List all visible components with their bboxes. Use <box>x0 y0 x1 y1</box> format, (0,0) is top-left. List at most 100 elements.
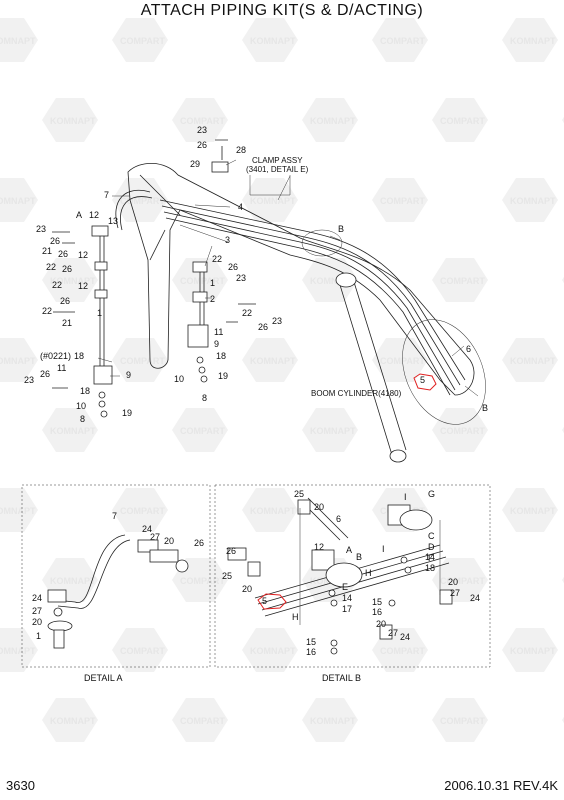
label-B-top: B <box>338 224 344 234</box>
watermark-text: COMPART <box>120 196 165 206</box>
label-23-d: 23 <box>272 316 282 326</box>
detail-b-label-27-r: 27 <box>450 588 460 598</box>
watermark-logo <box>372 338 428 382</box>
detail-b-label-I-2: I <box>382 544 385 554</box>
boom-cylinder-label: BOOM CYLINDER(4180) <box>311 389 402 398</box>
watermark-text: KOMNAPT <box>0 196 36 206</box>
detail-b-label-18: 18 <box>425 563 435 573</box>
watermark-text: KOMNAPT <box>310 276 356 286</box>
watermark-text: COMPART <box>380 196 425 206</box>
watermark-logo <box>242 338 298 382</box>
watermark-text: KOMNAPT <box>0 356 36 366</box>
watermark-text: KOMNAPT <box>0 36 36 46</box>
label-5: 5 <box>420 375 425 385</box>
label-19-l: 19 <box>122 408 132 418</box>
label-11-l: 11 <box>57 363 66 373</box>
detail-b-label-15: 15 <box>372 597 382 607</box>
watermark-text: KOMNAPT <box>310 116 356 126</box>
callout-labels: 23 26 28 29 CLAMP ASSY (3401, DETAIL E) … <box>24 125 488 683</box>
watermark-text: KOMNAPT <box>250 356 296 366</box>
watermark-text: COMPART <box>440 116 485 126</box>
label-A-main: A <box>76 210 82 220</box>
label-23-left: 23 <box>36 224 46 234</box>
watermark-text: KOMNAPT <box>0 646 36 656</box>
detail-b-label-B: B <box>356 552 362 562</box>
label-6: 6 <box>466 344 471 354</box>
detail-b-label-H-2: H <box>292 612 299 622</box>
label-21: 21 <box>42 246 52 256</box>
watermark-logo <box>432 408 488 452</box>
label-26-c: 26 <box>62 264 72 274</box>
detail-a-label-24: 24 <box>142 524 152 534</box>
watermark-text: KOMNAPT <box>510 646 556 656</box>
label-9-l: 9 <box>126 370 131 380</box>
label-8-l: 8 <box>80 414 85 424</box>
watermark-logo <box>302 698 358 742</box>
detail-b-label-20-r: 20 <box>448 577 458 587</box>
watermark-logo <box>42 698 98 742</box>
watermark-text: KOMNAPT <box>310 426 356 436</box>
watermark-text: KOMNAPT <box>250 506 296 516</box>
detail-a-label-7: 7 <box>112 511 117 521</box>
watermark-logo <box>112 338 168 382</box>
watermark-logo <box>502 628 558 672</box>
label-B-right: B <box>482 403 488 413</box>
detail-a-label-27: 27 <box>150 532 160 542</box>
watermark-logo <box>42 258 98 302</box>
label-18-r: 18 <box>216 351 226 361</box>
watermark-text: COMPART <box>120 646 165 656</box>
label-22-r: 22 <box>212 254 222 264</box>
label-26-r: 26 <box>228 262 238 272</box>
detail-b-label-24-c: 24 <box>400 632 410 642</box>
watermark-text: COMPART <box>440 426 485 436</box>
label-10-l: 10 <box>76 401 86 411</box>
detail-a-label-1: 1 <box>36 631 41 641</box>
watermark-logo <box>0 628 38 672</box>
label-26-left: 26 <box>50 236 60 246</box>
watermark-logo <box>112 18 168 62</box>
watermark-logo <box>432 258 488 302</box>
watermark-logo <box>502 18 558 62</box>
label-26-d: 26 <box>60 296 70 306</box>
watermark-logo <box>372 178 428 222</box>
detail-b-label-20: 20 <box>314 502 324 512</box>
watermark-text: COMPART <box>120 36 165 46</box>
detail-a-label-24-b: 24 <box>32 593 42 603</box>
detail-a-box <box>21 484 211 668</box>
detail-b-label-F: F <box>428 553 434 563</box>
detail-b-label-26: 26 <box>226 546 236 556</box>
watermark-text: KOMNAPT <box>510 506 556 516</box>
watermark-text: KOMNAPT <box>0 506 36 516</box>
label-8-r: 8 <box>202 393 207 403</box>
detail-b-label-20-c: 20 <box>376 619 386 629</box>
label-12-c: 12 <box>78 281 88 291</box>
detail-a-title: DETAIL A <box>84 673 123 683</box>
detail-b-label-E: E <box>342 582 348 592</box>
detail-b-label-27-c: 27 <box>388 628 398 638</box>
watermark-text: COMPART <box>440 276 485 286</box>
label-23-r: 23 <box>236 273 246 283</box>
detail-b-label-5: 5 <box>262 596 267 606</box>
watermark-text: COMPART <box>380 646 425 656</box>
label-7: 7 <box>104 190 109 200</box>
detail-b-label-16: 16 <box>372 607 382 617</box>
watermark-text: COMPART <box>120 506 165 516</box>
watermark-text: KOMNAPT <box>50 116 96 126</box>
clamp-ref-label: (3401, DETAIL E) <box>246 165 309 174</box>
detail-b-label-D: D <box>428 542 435 552</box>
watermark-text: KOMNAPT <box>50 716 96 726</box>
label-10-r: 10 <box>174 374 184 384</box>
watermark-logo <box>302 98 358 142</box>
label-26-b: 26 <box>58 249 68 259</box>
watermark-logo <box>42 98 98 142</box>
label-23: 23 <box>197 125 207 135</box>
label-12-top: 12 <box>89 210 99 220</box>
detail-b-label-24-r: 24 <box>470 593 480 603</box>
detail-b-label-25: 25 <box>294 489 304 499</box>
label-23-f: 23 <box>24 375 34 385</box>
detail-b-title: DETAIL B <box>322 673 361 683</box>
watermark-text: KOMNAPT <box>510 356 556 366</box>
watermark-logo <box>302 408 358 452</box>
label-4: 4 <box>238 202 243 212</box>
